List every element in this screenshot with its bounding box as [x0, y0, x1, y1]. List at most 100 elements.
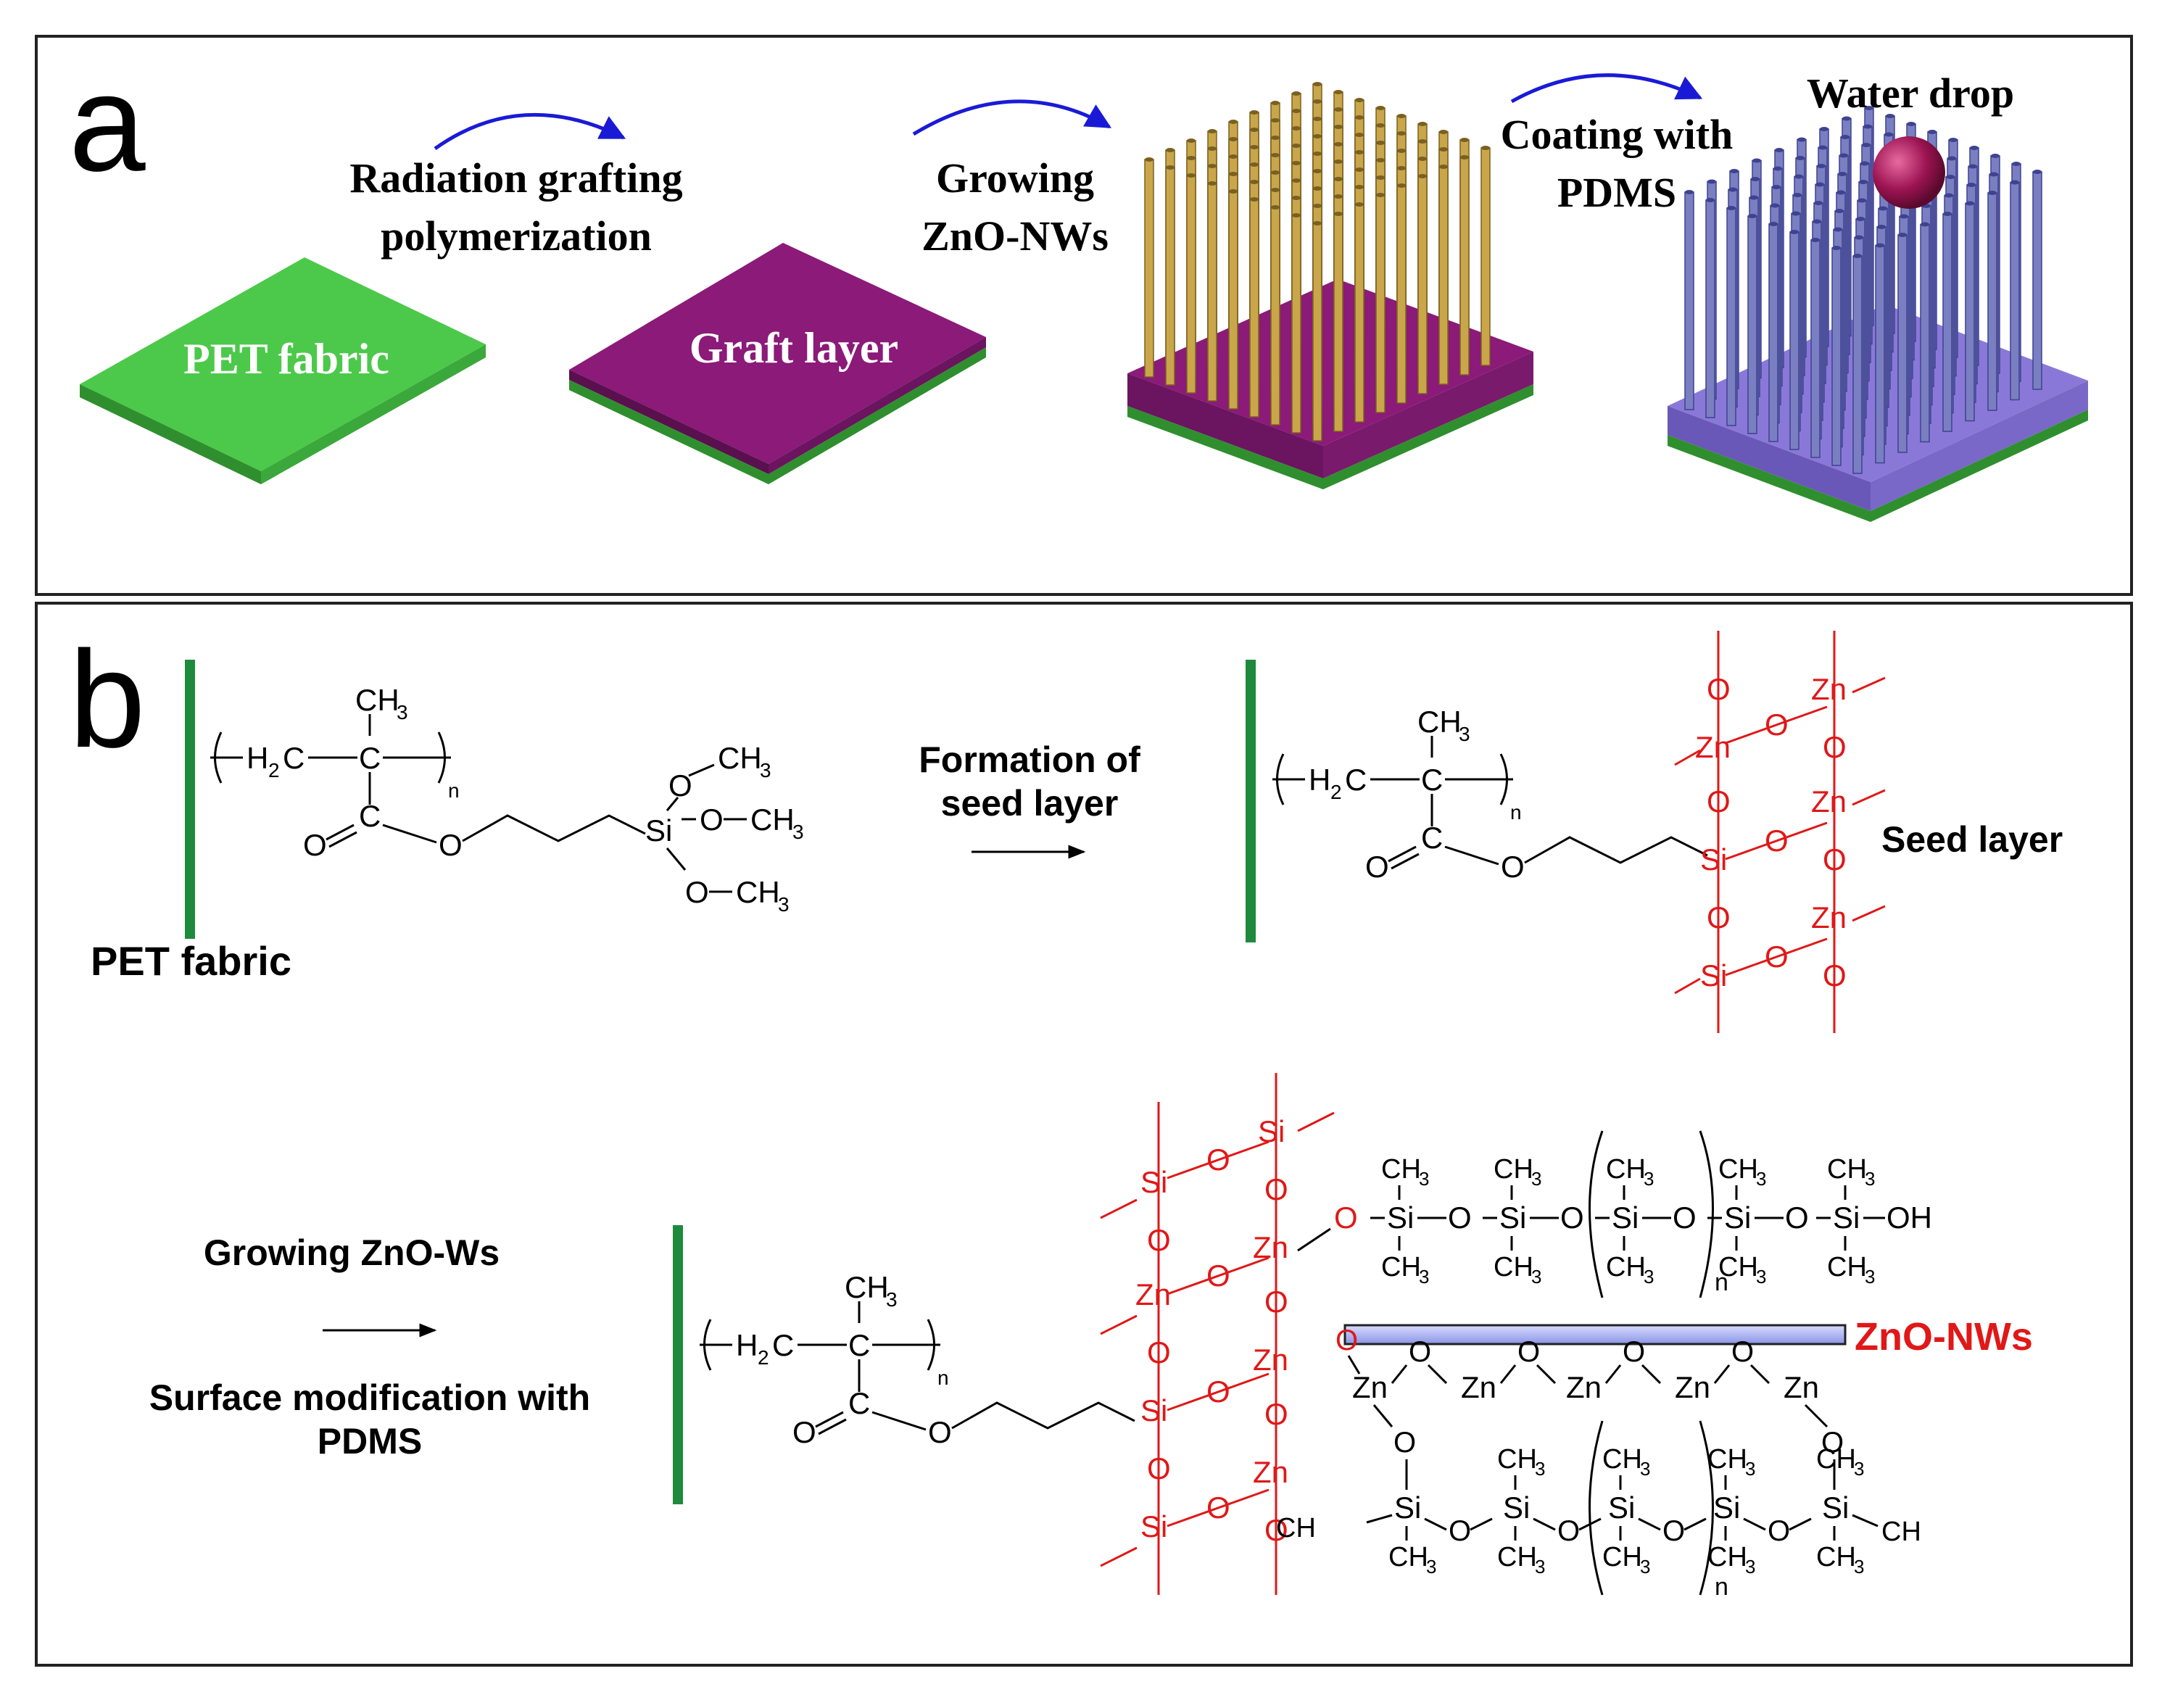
svg-text:C: C	[848, 1328, 870, 1362]
svg-text:3: 3	[1745, 1458, 1755, 1480]
svg-text:Zn: Zn	[1253, 1230, 1288, 1264]
nanowire-tip	[1790, 230, 1799, 234]
nanowire-tip	[1877, 225, 1886, 229]
nanowire-tip	[1706, 198, 1715, 202]
water-drop-label: Water drop	[1807, 70, 2014, 117]
nanowire-tip	[1900, 214, 1908, 219]
svg-text:CH: CH	[1816, 1444, 1856, 1475]
nanowire	[1920, 223, 1930, 443]
svg-text:3: 3	[778, 893, 790, 916]
nanowire-tip	[1968, 164, 1977, 169]
nanowire-tip	[1751, 177, 1760, 181]
nanowire-tip	[2033, 170, 2042, 174]
nanowire-tip	[1229, 154, 1238, 159]
nanowire	[1165, 167, 1175, 386]
nanowire-tip	[1460, 138, 1469, 142]
nanowire-tip	[1818, 145, 1827, 150]
nanowire-tip	[1271, 136, 1280, 140]
svg-text:O: O	[1785, 1201, 1809, 1235]
nanowire-tip	[1707, 179, 1716, 184]
nanowire-tip	[1292, 109, 1301, 113]
svg-text:C: C	[1421, 821, 1443, 855]
nanowire	[2032, 171, 2042, 390]
svg-text:C: C	[1421, 763, 1443, 797]
methyl-label: CH	[355, 683, 399, 717]
svg-text:3: 3	[1865, 1168, 1875, 1190]
svg-text:O: O	[1147, 1451, 1171, 1485]
svg-text:CH: CH	[1718, 1252, 1758, 1282]
svg-text:O: O	[1365, 850, 1389, 884]
nanowire-tip	[1748, 214, 1757, 218]
nanowire	[1852, 255, 1863, 474]
svg-text:3: 3	[1865, 1266, 1875, 1288]
graft-layer-label: Graft layer	[689, 324, 898, 372]
nanowire-tip	[1730, 169, 1739, 173]
nanowire-tip	[1769, 222, 1778, 226]
nanowire-tip	[1886, 114, 1894, 118]
nanowire-tip	[1853, 254, 1862, 258]
graft-layer-plate	[569, 243, 986, 484]
nanowire-tip	[1397, 149, 1406, 153]
svg-text:O: O	[1264, 1513, 1288, 1547]
svg-text:3: 3	[1854, 1458, 1864, 1480]
nanowire-tip	[1817, 164, 1826, 168]
nanowire-tip	[1376, 123, 1385, 128]
nanowire-tip	[1229, 120, 1238, 124]
svg-text:CH: CH	[1602, 1444, 1642, 1475]
svg-text:Si: Si	[1499, 1201, 1526, 1235]
nanowire-tip	[1752, 158, 1761, 163]
panel-a-letter: a	[69, 46, 146, 200]
svg-text:C: C	[848, 1386, 870, 1420]
svg-text:O: O	[1147, 1335, 1171, 1369]
nanowire-tip	[1863, 124, 1872, 129]
svg-text:3: 3	[1756, 1168, 1766, 1190]
silicon-atom: Si	[1700, 958, 1727, 992]
nanowire-tip	[1773, 166, 1782, 171]
svg-text:O: O	[1823, 842, 1847, 876]
nanowire-tip	[1947, 156, 1956, 161]
nanowire-tip	[1229, 189, 1238, 194]
nanowire	[1249, 199, 1259, 418]
nanowire-tip	[1313, 134, 1322, 138]
nanowire-tip	[1355, 98, 1364, 102]
pet-fabric-label: PET fabric	[183, 335, 389, 383]
nanowire-tip	[1355, 133, 1364, 137]
zno-nws-bar	[1343, 1324, 1847, 1346]
svg-text:Si: Si	[1724, 1201, 1751, 1235]
svg-text:OH: OH	[1886, 1201, 1932, 1235]
nanowire-tip	[1841, 135, 1850, 139]
nanowire	[1354, 204, 1364, 423]
nanowire-tip	[1839, 153, 1848, 158]
nanowire-tip	[1907, 122, 1915, 126]
nanowire-tip	[1208, 164, 1217, 168]
nanowire-tip	[1208, 129, 1217, 133]
panel-b-letter: b	[69, 623, 146, 776]
svg-text:CH: CH	[1497, 1444, 1537, 1475]
svg-text:O: O	[1765, 824, 1789, 858]
nanowire	[1417, 175, 1428, 394]
nanowire-tip	[1292, 178, 1301, 183]
svg-text:2: 2	[1330, 781, 1342, 803]
svg-text:3: 3	[1644, 1266, 1654, 1288]
nanowire-tip	[1794, 174, 1803, 179]
svg-text:O: O	[1409, 1336, 1431, 1368]
nanowire	[1768, 223, 1778, 442]
svg-text:n: n	[1510, 801, 1522, 824]
svg-text:Zn: Zn	[1784, 1370, 1819, 1404]
nanowire-tip	[1355, 167, 1364, 172]
svg-text:Si: Si	[1612, 1201, 1639, 1235]
panel-b-frame	[35, 602, 2133, 1667]
nanowire	[1480, 147, 1491, 366]
nanowire-tip	[1970, 146, 1979, 150]
nanowire-tip	[1856, 217, 1865, 221]
svg-text:O: O	[1335, 1324, 1358, 1356]
svg-text:Si: Si	[1833, 1201, 1860, 1235]
nanowire-tip	[1859, 180, 1868, 184]
nanowire-tip	[1397, 166, 1406, 170]
nanowire	[1965, 202, 1975, 422]
gold-nanowires	[1144, 82, 1491, 441]
pdms-coated-block	[1668, 106, 2088, 522]
nanowire-tip	[1292, 161, 1301, 165]
nanowire-tip	[1334, 194, 1343, 199]
